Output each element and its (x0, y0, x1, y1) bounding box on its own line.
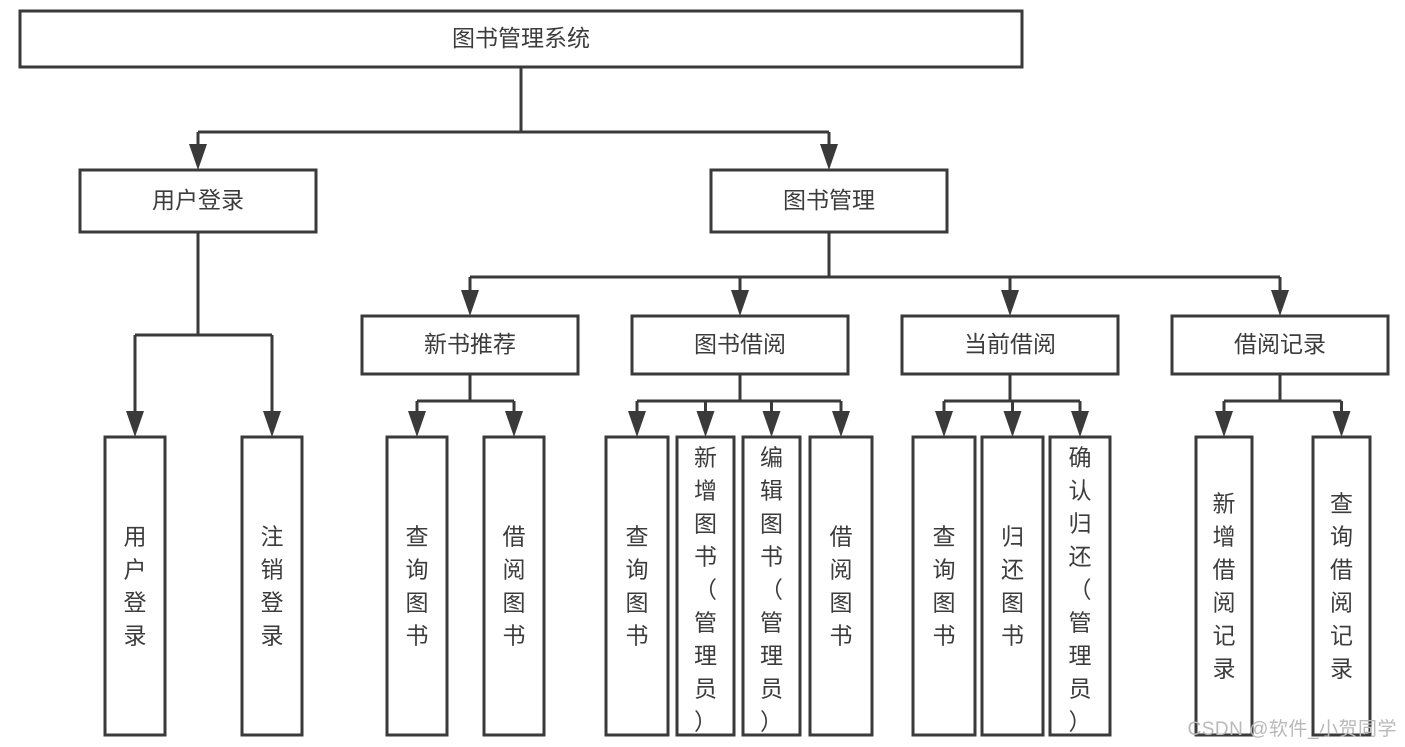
node-l2-user-login[interactable]: 用户登录 (78, 168, 318, 234)
arrow-head (820, 144, 838, 170)
arrow-head (696, 411, 715, 437)
arrow-head (126, 411, 144, 437)
node-leaf-rec-borrow[interactable]: 借阅图书 (482, 435, 546, 737)
node-label: 图书管理系统 (452, 25, 590, 51)
node-label: 借阅图书 (503, 524, 526, 649)
node-l3-book-borrow[interactable]: 图书借阅 (630, 314, 850, 376)
node-leaf-bb-borrow[interactable]: 借阅图书 (808, 435, 874, 737)
node-box (1311, 435, 1372, 737)
node-label: 归还图书 (1001, 524, 1024, 649)
arrow-head (628, 411, 646, 437)
node-box (675, 435, 736, 737)
arrow-head (832, 411, 850, 437)
arrow-head (505, 411, 523, 437)
node-label: 用户登录 (152, 187, 244, 213)
arrow-head (935, 411, 953, 437)
node-leaf-bb-query[interactable]: 查询图书 (604, 435, 670, 737)
node-box (385, 435, 449, 737)
arrow-head (1332, 411, 1351, 437)
node-box (900, 314, 1120, 376)
node-box (78, 168, 318, 234)
node-leaf-br-add[interactable]: 新增借阅记录 (1194, 435, 1254, 737)
node-leaf-logout[interactable]: 注销登录 (240, 435, 304, 737)
arrow-head (189, 144, 207, 170)
node-box (980, 435, 1045, 737)
node-label: 查询图书 (626, 524, 649, 649)
node-box (604, 435, 670, 737)
node-l3-current-borrow[interactable]: 当前借阅 (900, 314, 1120, 376)
node-label: 借阅记录 (1234, 331, 1326, 357)
arrow-head (731, 290, 749, 316)
arrow-head (1271, 290, 1289, 316)
connectors-layer (126, 67, 1351, 437)
node-box (482, 435, 546, 737)
node-label: 图书管理 (783, 187, 875, 213)
node-leaf-bb-edit[interactable]: 编辑图书（管理员） (741, 435, 802, 737)
node-leaf-cb-confirm[interactable]: 确认归还（管理员） (1048, 435, 1112, 737)
node-leaf-bb-add[interactable]: 新增图书（管理员） (675, 435, 736, 737)
node-label: 编辑图书（管理员） (760, 445, 783, 735)
arrow-head (1215, 411, 1233, 437)
arrow-head (1003, 411, 1022, 437)
node-root[interactable]: 图书管理系统 (18, 9, 1024, 69)
arrow-head (762, 411, 781, 437)
node-label: 查询图书 (406, 524, 429, 649)
arrow-head (1001, 290, 1019, 316)
node-l2-book-mgmt[interactable]: 图书管理 (709, 168, 949, 234)
arrow-head (408, 411, 426, 437)
node-label: 借阅图书 (830, 524, 853, 649)
node-box (1048, 435, 1112, 737)
node-l3-borrow-record[interactable]: 借阅记录 (1170, 314, 1390, 376)
node-label: 查询图书 (933, 524, 956, 649)
node-box (741, 435, 802, 737)
node-box (1194, 435, 1254, 737)
arrow-head (461, 290, 479, 316)
node-leaf-br-query[interactable]: 查询借阅记录 (1311, 435, 1372, 737)
node-leaf-cb-query[interactable]: 查询图书 (911, 435, 977, 737)
node-box (1170, 314, 1390, 376)
arrow-head (263, 411, 281, 437)
node-label: 图书借阅 (694, 331, 786, 357)
node-leaf-cb-return[interactable]: 归还图书 (980, 435, 1045, 737)
node-box (103, 435, 167, 737)
node-label: 新书推荐 (424, 331, 516, 357)
node-label: 确认归还（管理员） (1069, 445, 1092, 735)
node-box (911, 435, 977, 737)
node-box (360, 314, 580, 376)
node-label: 新增图书（管理员） (694, 445, 717, 735)
node-label: 查询借阅记录 (1330, 491, 1353, 682)
node-label: 用户登录 (124, 524, 147, 649)
csdn-watermark: CSDN @软件_小贺同学 (1187, 719, 1397, 740)
arrow-head (1071, 411, 1089, 437)
node-leaf-user-login[interactable]: 用户登录 (103, 435, 167, 737)
node-box (240, 435, 304, 737)
node-l3-new-book-rec[interactable]: 新书推荐 (360, 314, 580, 376)
node-leaf-rec-query[interactable]: 查询图书 (385, 435, 449, 737)
nodes-layer: 图书管理系统用户登录图书管理新书推荐图书借阅当前借阅借阅记录用户登录注销登录查询… (18, 9, 1390, 737)
node-label: 当前借阅 (964, 331, 1056, 357)
node-label: 新增借阅记录 (1213, 491, 1236, 682)
node-box (709, 168, 949, 234)
node-box (630, 314, 850, 376)
node-label: 注销登录 (261, 524, 284, 649)
node-box (18, 9, 1024, 69)
node-box (808, 435, 874, 737)
